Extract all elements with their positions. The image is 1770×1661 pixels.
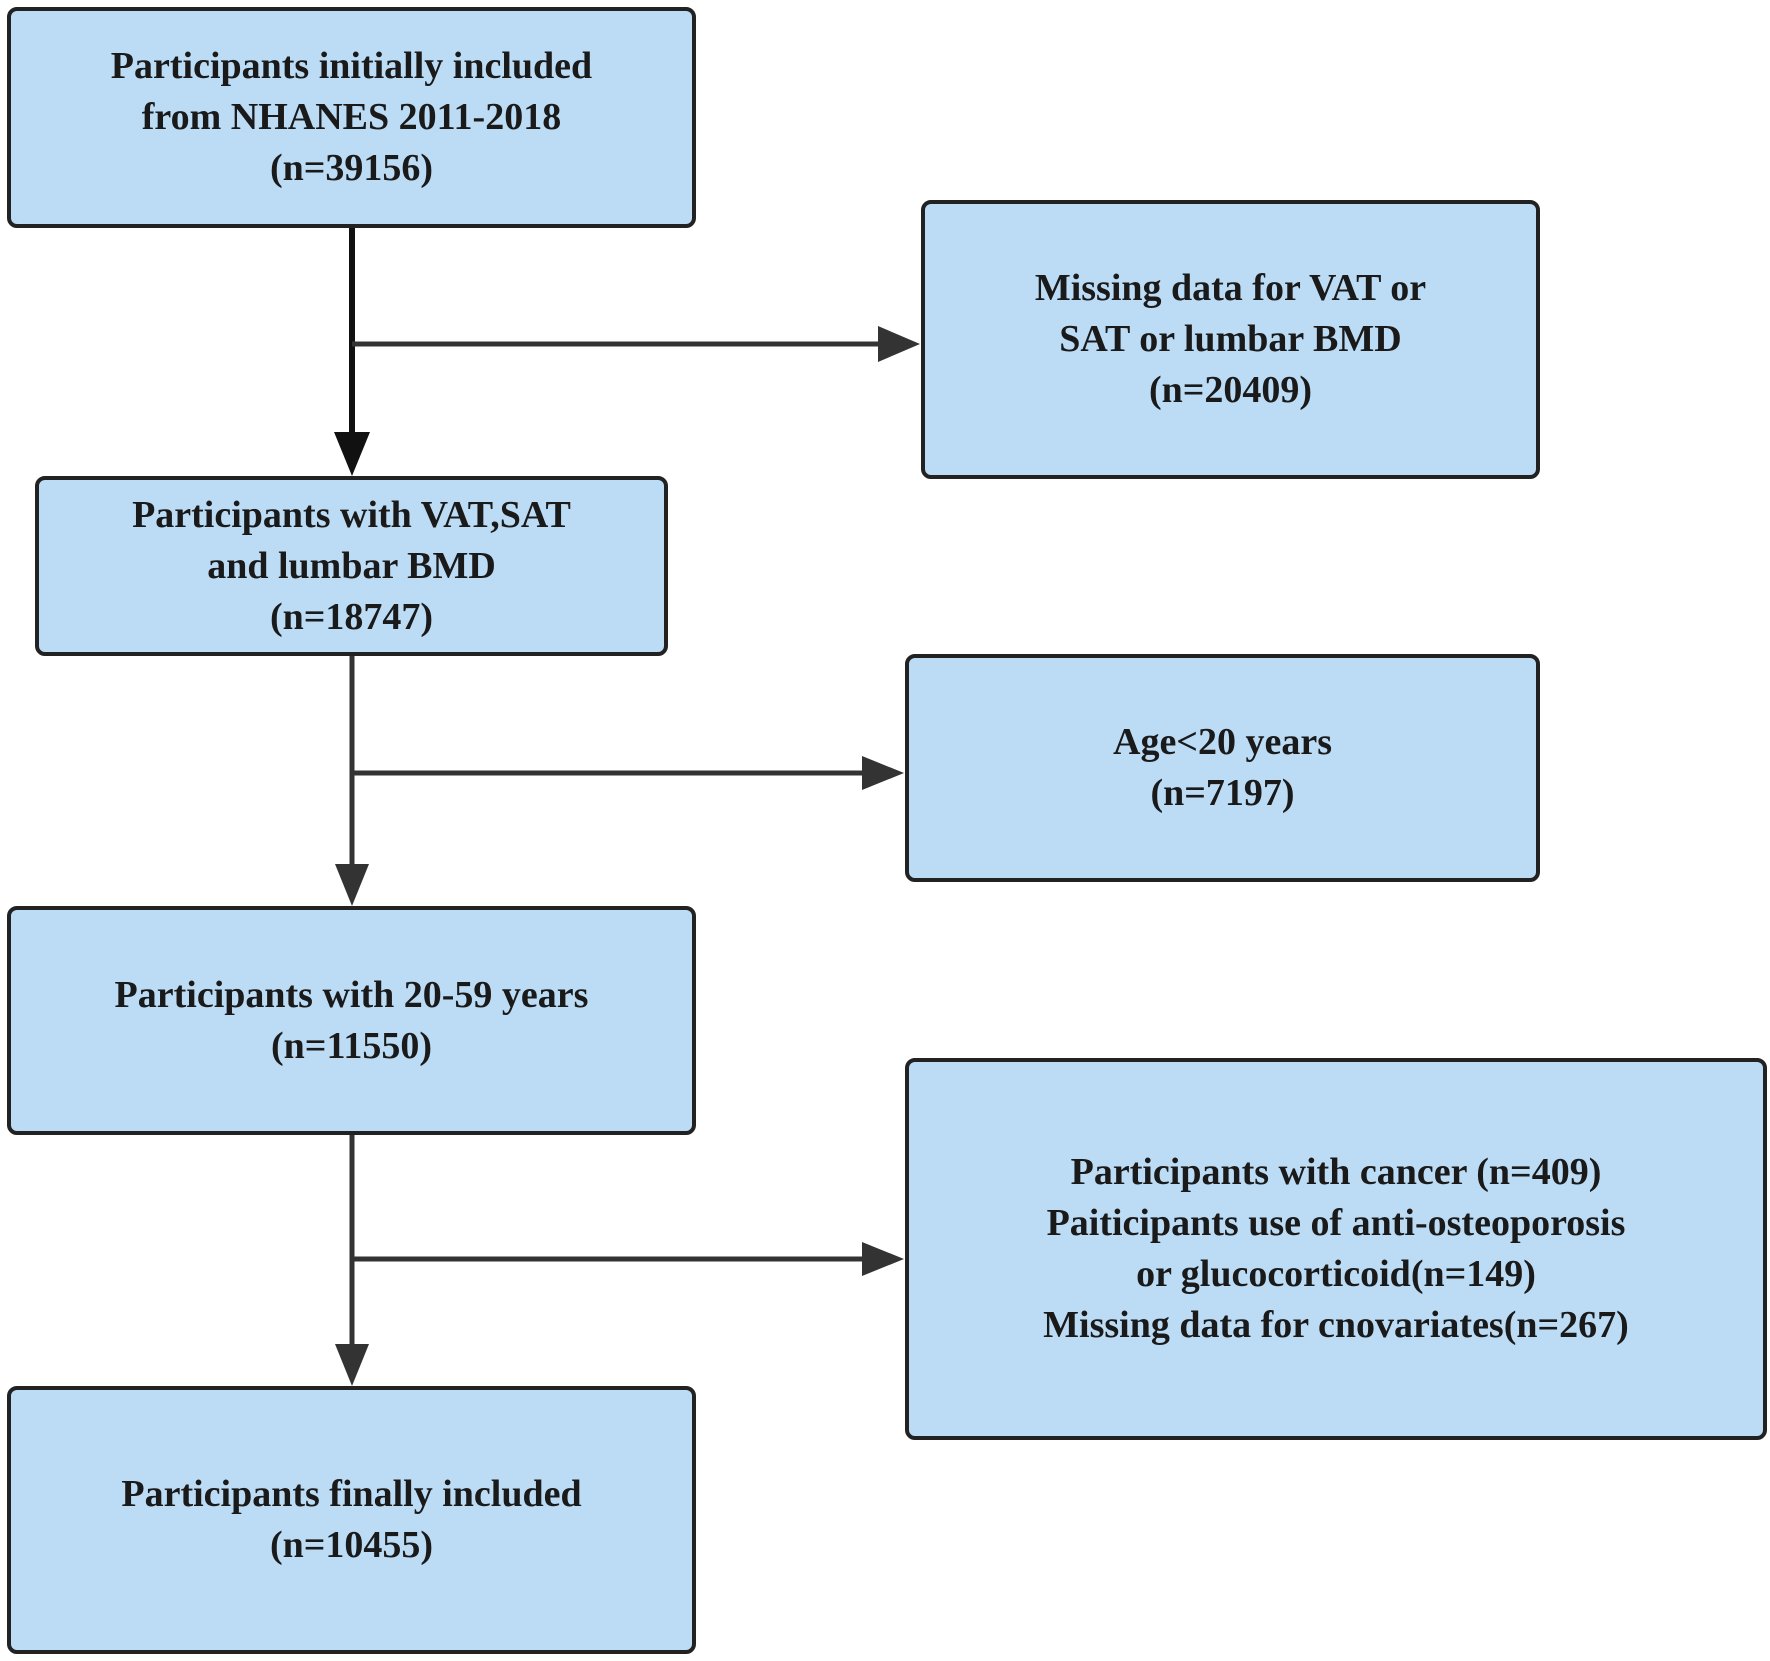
box-line: Participants with VAT,SAT [132, 493, 571, 536]
box-line: Participants with cancer (n=409) [1070, 1151, 1602, 1193]
box-line: Missing data for VAT or [1034, 267, 1427, 309]
arrowhead-down-1 [334, 432, 370, 476]
box-line: SAT or lumbar BMD [1059, 318, 1402, 360]
box-line: Participants with 20-59 years [114, 973, 589, 1016]
box-line: or glucocorticoid(n=149) [1136, 1253, 1536, 1295]
box-excluded-age: Age<20 years (n=7197) [905, 654, 1540, 882]
box-line: Age<20 years [1113, 721, 1332, 763]
box-excluded-other: Participants with cancer (n=409) Paitici… [905, 1058, 1767, 1440]
box-line: and lumbar BMD [207, 544, 496, 587]
box-line: (n=10455) [269, 1524, 434, 1566]
box-line: Paiticipants use of anti-osteoporosis [1046, 1202, 1626, 1244]
arrowhead-down-2 [335, 864, 369, 906]
box-initial-participants: Participants initially included from NHA… [7, 7, 696, 228]
box-line: (n=7197) [1150, 772, 1295, 814]
box-line: (n=11550) [271, 1024, 432, 1067]
arrowhead-right-3 [862, 1242, 904, 1276]
box-line: (n=20409) [1148, 369, 1313, 411]
arrowhead-right-2 [862, 756, 904, 790]
arrowhead-right-1 [878, 326, 920, 362]
box-line: (n=39156) [269, 147, 434, 189]
box-line: from NHANES 2011-2018 [141, 96, 562, 138]
box-line: Missing data for cnovariates(n=267) [1043, 1304, 1629, 1346]
box-participants-with-vat-sat: Participants with VAT,SAT and lumbar BMD… [35, 476, 668, 656]
box-excluded-missing-data: Missing data for VAT or SAT or lumbar BM… [921, 200, 1540, 479]
box-participants-finally-included: Participants finally included (n=10455) [7, 1386, 696, 1654]
box-participants-20-59-years: Participants with 20-59 years (n=11550) [7, 906, 696, 1135]
box-line: (n=18747) [269, 595, 434, 638]
arrowhead-down-3 [335, 1344, 369, 1386]
box-line: Participants initially included [110, 45, 593, 87]
box-line: Participants finally included [121, 1473, 582, 1515]
